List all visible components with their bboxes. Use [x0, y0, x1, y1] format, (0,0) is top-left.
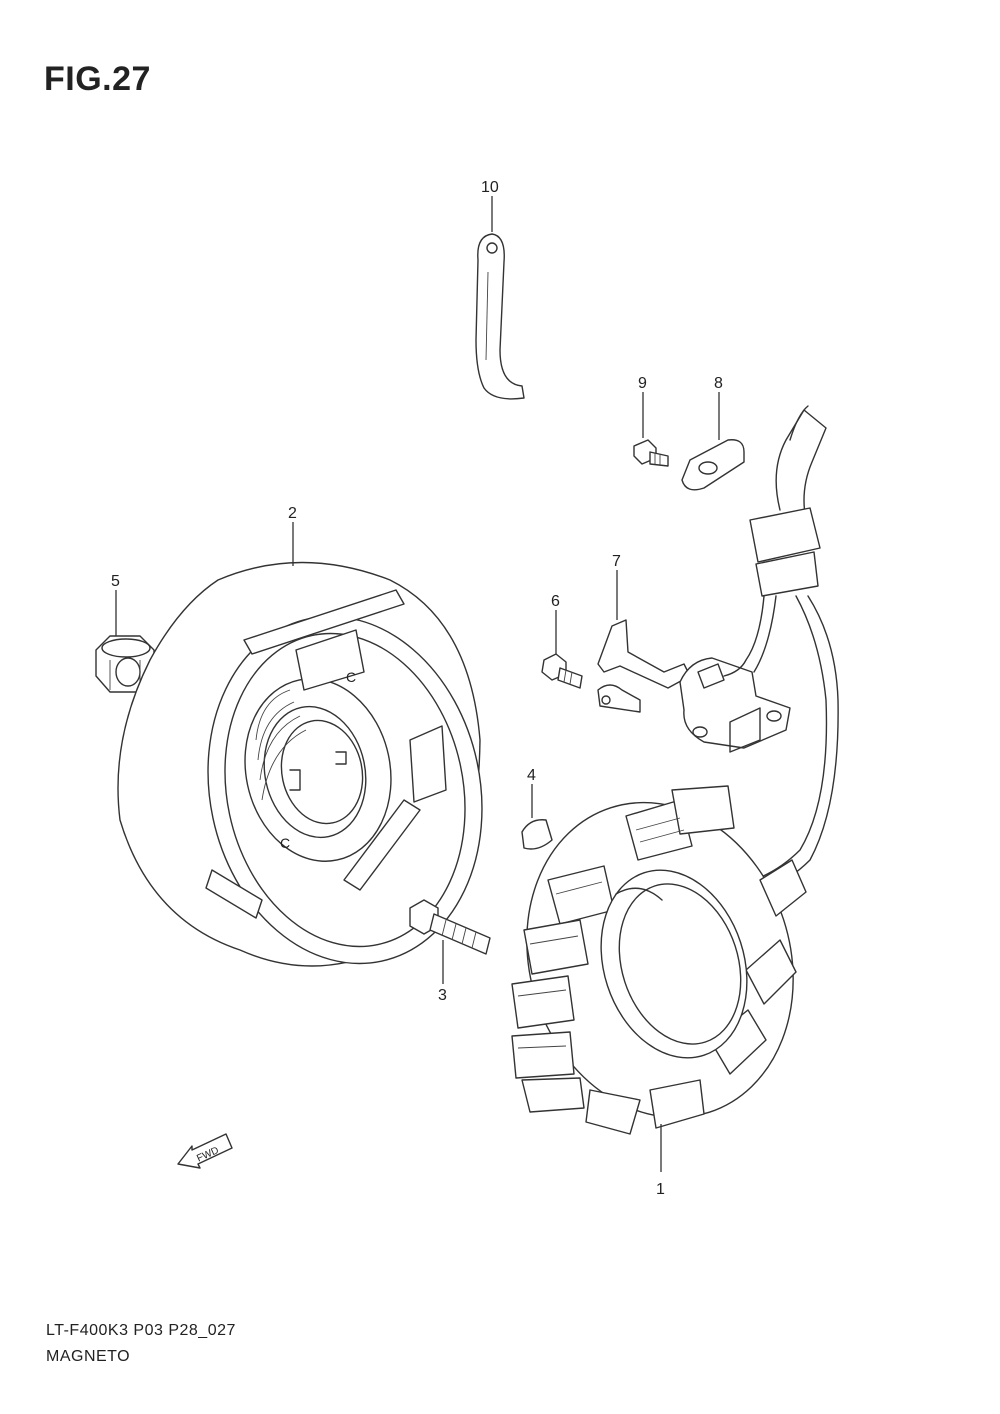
- callout-5: 5: [111, 573, 120, 590]
- pickup-sensor: [679, 657, 791, 753]
- wire-harness: [699, 405, 839, 903]
- bracket-part-7: [597, 619, 691, 713]
- leader-lines: [115, 196, 720, 1172]
- callout-2: 2: [288, 505, 297, 522]
- svg-text:C: C: [346, 669, 356, 685]
- stator-part-1: [511, 785, 807, 1135]
- svg-text:C: C: [280, 835, 290, 851]
- bolt-part-9: [633, 439, 669, 467]
- callout-1: 1: [656, 1181, 665, 1198]
- callout-4: 4: [527, 767, 536, 784]
- callout-10: 10: [481, 179, 499, 196]
- callout-6: 6: [551, 593, 560, 610]
- clamp-part-10: [475, 233, 525, 400]
- bolt-part-3: [409, 899, 491, 955]
- rotor-part-2: C C: [117, 561, 483, 967]
- figure-title: FIG.27: [44, 60, 151, 98]
- bolt-part-6: [541, 653, 583, 689]
- callout-9: 9: [638, 375, 647, 392]
- model-code: LT-F400K3 P03 P28_027: [46, 1322, 236, 1339]
- plate-part-8: [681, 439, 745, 491]
- section-name: MAGNETO: [46, 1348, 131, 1365]
- callout-8: 8: [714, 375, 723, 392]
- nut-part-5: [95, 635, 155, 693]
- forward-arrow-icon: FWD: [177, 1133, 233, 1169]
- key-part-4: [521, 819, 553, 850]
- callout-7: 7: [612, 553, 621, 570]
- callout-3: 3: [438, 987, 447, 1004]
